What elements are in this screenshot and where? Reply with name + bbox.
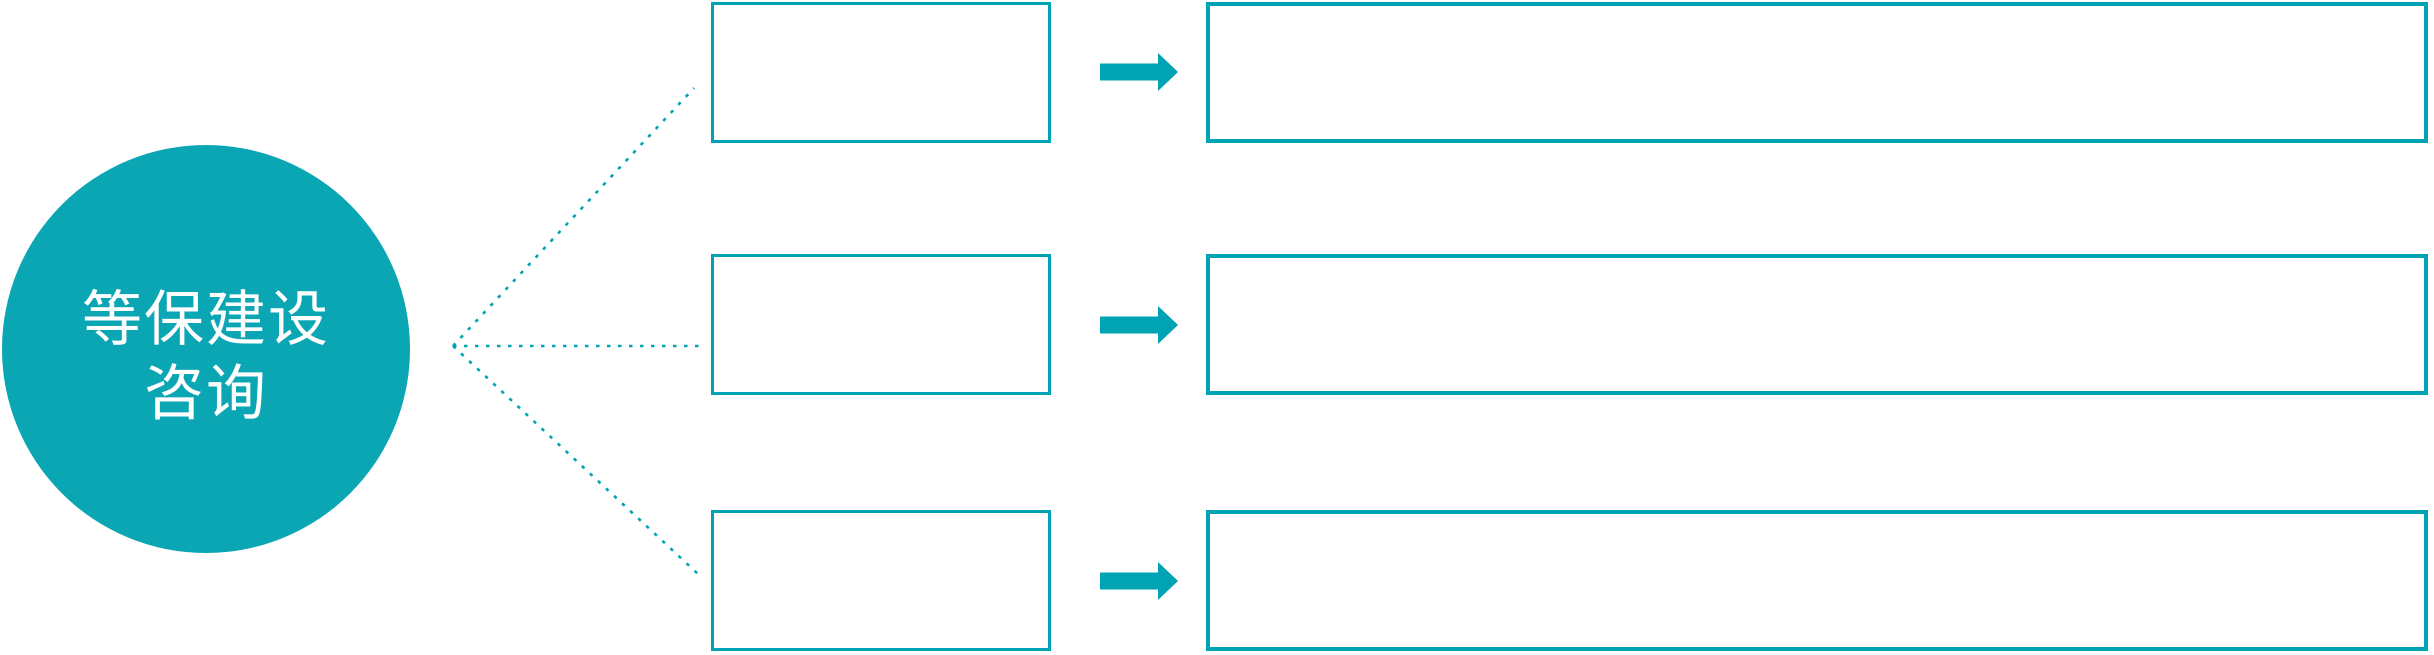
small-box-row-1 [711, 2, 1051, 143]
small-box-row-2-text [714, 257, 1048, 392]
arrow-right-icon [1100, 306, 1178, 344]
small-box-row-3 [711, 510, 1051, 651]
large-box-row-3-text [1210, 514, 2424, 647]
topic-label-line1: 等保建设 [82, 286, 330, 353]
arrow-right-icon [1100, 562, 1178, 600]
topic-label-line2: 咨询 [144, 360, 268, 427]
dotted-connector-bottom [452, 345, 699, 575]
arrow-right-icon [1100, 53, 1178, 91]
large-box-row-2-text [1210, 258, 2424, 391]
large-box-row-1 [1206, 2, 2428, 143]
large-box-row-2 [1206, 254, 2428, 395]
large-box-row-1-text [1210, 6, 2424, 139]
topic-circle: 等保建设 咨询 [2, 145, 410, 553]
small-box-row-2 [711, 254, 1051, 395]
small-box-row-1-text [714, 5, 1048, 140]
large-box-row-3 [1206, 510, 2428, 651]
small-box-row-3-text [714, 513, 1048, 648]
dotted-connector-top [452, 87, 695, 347]
